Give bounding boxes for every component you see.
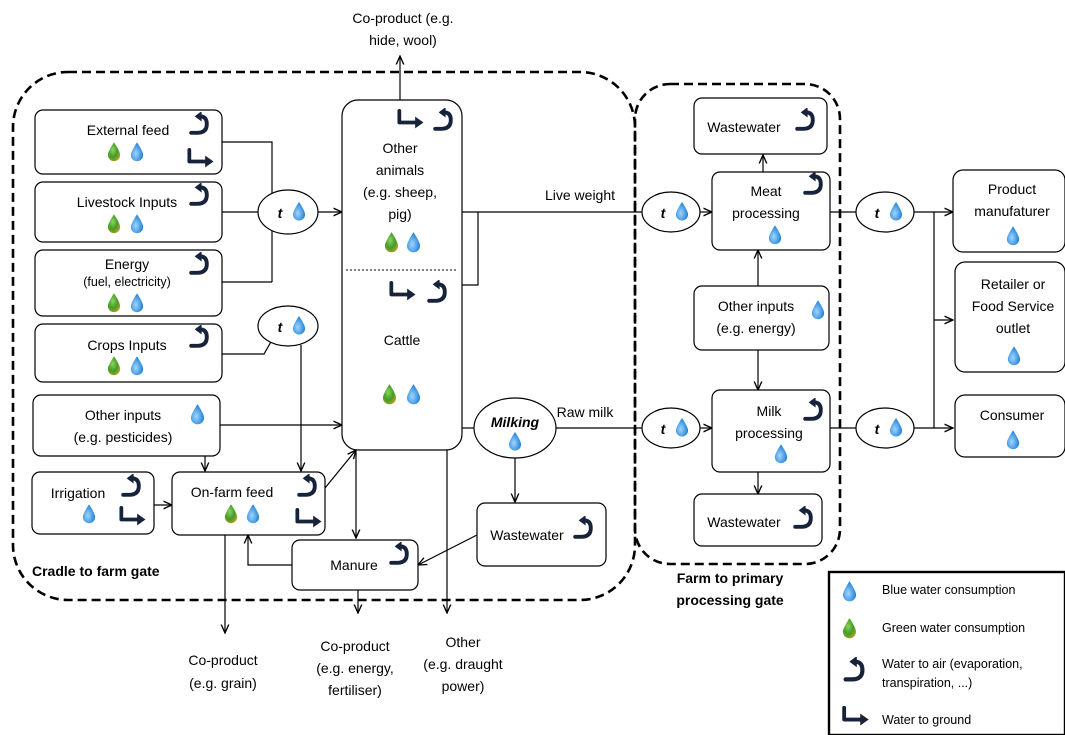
region-cradle-to-farm-gate [11, 70, 637, 602]
node-transport-4: t [641, 407, 701, 449]
legend-blue: Blue water consumption [882, 583, 1015, 597]
svg-text:Wastewater: Wastewater [707, 514, 781, 530]
output-co-energy-1: Co-product [320, 638, 389, 654]
svg-text:(e.g. sheep,: (e.g. sheep, [363, 184, 437, 200]
svg-text:Food Service: Food Service [972, 298, 1055, 314]
node-wastewater-milk: Wastewater [693, 493, 823, 547]
node-wastewater-farm: Wastewater [476, 502, 607, 567]
connector-crops [222, 339, 273, 355]
svg-text:(fuel, electricity): (fuel, electricity) [83, 275, 171, 289]
svg-text:Other inputs: Other inputs [718, 298, 794, 314]
node-retailer: Retailer or Food Service outlet [954, 261, 1065, 373]
region-primary-label-1: Farm to primary [677, 570, 784, 586]
connector-external-feed [222, 141, 273, 282]
connector-distribution-bus [914, 211, 935, 429]
legend-air-2: transpiration, ...) [882, 676, 972, 690]
svg-text:manufaturer: manufaturer [974, 203, 1050, 219]
flow-raw-milk: Raw milk [557, 404, 615, 420]
node-meat-processing: Meat processing [711, 171, 831, 251]
svg-text:t: t [875, 205, 881, 221]
svg-text:Product: Product [988, 181, 1036, 197]
svg-text:Cattle: Cattle [384, 332, 421, 348]
region-cradle-label: Cradle to farm gate [32, 563, 160, 579]
node-irrigation: Irrigation [31, 471, 155, 535]
output-co-hide-1: Co-product (e.g. [352, 10, 453, 26]
node-on-farm-feed: On-farm feed [171, 471, 326, 536]
node-transport-1: t [257, 189, 319, 235]
svg-text:t: t [278, 319, 284, 335]
svg-text:Manure: Manure [330, 557, 378, 573]
svg-text:On-farm feed: On-farm feed [191, 484, 273, 500]
node-transport-2: t [257, 305, 319, 347]
svg-text:Energy: Energy [105, 256, 149, 272]
legend: Blue water consumption Green water consu… [827, 570, 1065, 735]
svg-text:Retailer or: Retailer or [981, 276, 1046, 292]
svg-text:Livestock Inputs: Livestock Inputs [77, 194, 177, 210]
node-transport-5: t [855, 191, 915, 233]
svg-text:Crops Inputs: Crops Inputs [87, 337, 166, 353]
node-transport-6: t [855, 407, 915, 449]
svg-text:t: t [278, 205, 284, 221]
svg-text:Other: Other [382, 140, 417, 156]
svg-text:t: t [661, 205, 667, 221]
legend-air-1: Water to air (evaporation, [882, 657, 1023, 671]
svg-text:Wastewater: Wastewater [490, 527, 564, 543]
svg-text:Other inputs: Other inputs [85, 407, 161, 423]
svg-text:(e.g. energy): (e.g. energy) [716, 320, 795, 336]
svg-text:Meat: Meat [750, 183, 781, 199]
output-other-3: power) [442, 678, 485, 694]
arrow-onfarm-to-cattle [324, 450, 356, 489]
region-primary-label-2: processing gate [676, 592, 784, 608]
node-transport-3: t [641, 191, 701, 233]
svg-text:animals: animals [376, 162, 424, 178]
region-farm-to-primary-processing [633, 82, 842, 566]
output-other-1: Other [445, 634, 480, 650]
output-co-grain-2: (e.g. grain) [189, 675, 257, 691]
legend-ground: Water to ground [882, 713, 971, 727]
output-co-energy-3: fertiliser) [328, 682, 382, 698]
output-co-hide-2: hide, wool) [369, 32, 437, 48]
node-milking: Milking [473, 397, 557, 459]
output-co-energy-2: (e.g. energy, [316, 660, 394, 676]
node-manure: Manure [291, 539, 419, 591]
svg-text:Wastewater: Wastewater [707, 119, 781, 135]
svg-text:Milk: Milk [757, 403, 783, 419]
flow-live-weight: Live weight [545, 187, 615, 203]
node-consumer: Consumer [954, 394, 1065, 458]
node-milk-processing: Milk processing [711, 389, 831, 473]
svg-text:Consumer: Consumer [980, 407, 1045, 423]
node-crops-inputs: Crops Inputs [34, 323, 223, 383]
svg-text:t: t [875, 421, 881, 437]
svg-text:(e.g. pesticides): (e.g. pesticides) [74, 429, 173, 445]
svg-text:outlet: outlet [996, 320, 1030, 336]
svg-text:External feed: External feed [87, 122, 170, 138]
arrow-manure-to-onfarm [248, 535, 292, 566]
node-other-inputs-energy: Other inputs (e.g. energy) [693, 285, 830, 351]
node-animals-cattle: Other animals (e.g. sheep, pig) Cattle [341, 99, 463, 451]
legend-green: Green water consumption [882, 621, 1025, 635]
svg-text:t: t [661, 421, 667, 437]
node-wastewater-meat: Wastewater [693, 97, 828, 155]
svg-text:pig): pig) [388, 206, 411, 222]
node-livestock-inputs: Livestock Inputs [34, 181, 223, 243]
node-other-inputs-pesticides: Other inputs (e.g. pesticides) [32, 394, 221, 457]
svg-text:processing: processing [732, 205, 800, 221]
node-external-feed: External feed [34, 109, 223, 175]
node-energy: Energy (fuel, electricity) [34, 249, 223, 317]
output-co-grain-1: Co-product [188, 652, 257, 668]
node-product-manufacturer: Product manufaturer [952, 169, 1065, 253]
connector-animals-bracket [462, 211, 479, 286]
output-other-2: (e.g. draught [423, 656, 502, 672]
svg-text:processing: processing [735, 425, 803, 441]
svg-text:Milking: Milking [491, 414, 540, 430]
svg-text:Irrigation: Irrigation [51, 485, 105, 501]
